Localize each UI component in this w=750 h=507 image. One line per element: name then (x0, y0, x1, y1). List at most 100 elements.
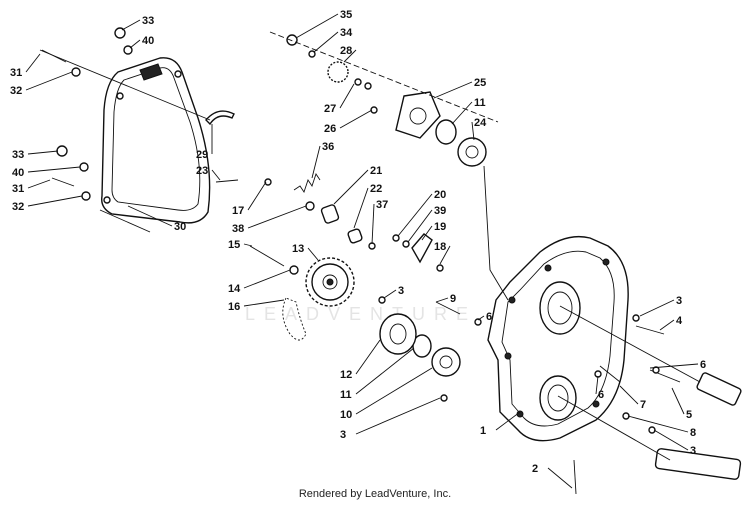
callout-label: 32 (10, 85, 22, 97)
callout-leader (433, 81, 473, 99)
callout-leader (27, 150, 59, 155)
callout-label: 11 (474, 97, 486, 109)
callout-label: 37 (376, 199, 388, 211)
callout-label: 11 (340, 389, 352, 401)
callout-leader (27, 179, 51, 189)
callout-label: 8 (690, 427, 696, 439)
drive-sprocket (305, 257, 355, 307)
callout-label: 3 (676, 295, 682, 307)
callout-leader (247, 205, 307, 229)
watermark-text: LEADVENTURE (245, 304, 477, 324)
callout-label: 27 (324, 103, 336, 115)
callout-label: 30 (174, 221, 186, 233)
callout-leader (639, 299, 675, 317)
lower-output-shaft (654, 448, 742, 480)
callout-label: 31 (10, 67, 22, 79)
callout-leader (243, 299, 285, 307)
chain-case-cover (101, 57, 211, 224)
callout-label: 3 (340, 429, 346, 441)
callout-label: 3 (690, 445, 696, 457)
callout-label: 3 (398, 285, 404, 297)
callout-label: 7 (640, 399, 646, 411)
footer-credit: Rendered by LeadVenture, Inc. (298, 488, 452, 500)
tensioner-roller (320, 204, 340, 224)
callout-leader (649, 363, 699, 369)
alignment-lines (39, 31, 701, 461)
callout-leader (671, 387, 685, 415)
callout-leader (243, 269, 291, 289)
tensioner-bracket (411, 233, 433, 264)
upper-bearing (457, 137, 487, 167)
callout-leader (383, 289, 397, 299)
retainer-plate (379, 313, 417, 355)
callout-label: 10 (340, 409, 352, 421)
callout-leader (355, 397, 441, 435)
callout-leader (439, 245, 451, 265)
callout-label: 36 (322, 141, 334, 153)
callout-leader (355, 367, 433, 415)
callout-label: 1 (480, 425, 486, 437)
callout-label: 22 (370, 183, 382, 195)
callout-label: 21 (370, 165, 382, 177)
callout-leader (355, 339, 381, 375)
callout-leader (627, 415, 689, 433)
callout-leader (313, 31, 339, 53)
callout-label: 6 (700, 359, 706, 371)
callout-label: 26 (324, 123, 336, 135)
upper-output-shaft (696, 372, 742, 406)
callout-label: 6 (486, 311, 492, 323)
callout-leader (27, 195, 83, 207)
callout-label: 13 (292, 243, 304, 255)
callout-label: 20 (434, 189, 446, 201)
callout-leader (471, 121, 475, 141)
callout-label: 17 (232, 205, 244, 217)
callout-label: 33 (12, 149, 24, 161)
callout-leader (451, 101, 473, 125)
callout-leader (339, 109, 373, 129)
callout-leader (619, 385, 639, 405)
callout-leader (659, 319, 675, 331)
callout-label: 32 (12, 201, 24, 213)
callout-leader (311, 145, 321, 179)
callout-leader (343, 49, 357, 63)
gear-case-housing (487, 235, 629, 442)
callout-label: 6 (598, 389, 604, 401)
callout-leader (477, 315, 485, 321)
callout-label: 25 (474, 77, 486, 89)
callout-label: 4 (676, 315, 683, 327)
callout-leader (495, 411, 521, 431)
callout-label: 28 (340, 45, 352, 57)
callout-label: 31 (12, 183, 24, 195)
callout-leader (397, 193, 433, 237)
callout-leader (247, 181, 267, 211)
callout-label: 29 (196, 149, 208, 161)
callout-label: 35 (340, 9, 352, 21)
upper-sprocket (327, 61, 349, 83)
callout-label: 2 (532, 463, 538, 475)
lower-bearing (431, 347, 461, 377)
callout-leader (547, 467, 573, 489)
callout-label: 12 (340, 369, 352, 381)
roller-spacer (347, 228, 363, 244)
drive-chain (282, 297, 307, 341)
callout-leader (339, 83, 355, 109)
callout-label: 16 (228, 301, 240, 313)
callout-leader (27, 166, 81, 173)
callout-leader (371, 203, 375, 245)
callout-label: 9 (450, 293, 456, 305)
callout-leader (653, 429, 689, 451)
callout-label: 14 (228, 283, 241, 295)
callout-leader (355, 347, 415, 395)
callout-leader (307, 247, 319, 261)
callout-label: 15 (228, 239, 240, 251)
callout-leader (127, 205, 173, 227)
callout-label: 38 (232, 223, 244, 235)
callout-label: 33 (142, 15, 154, 27)
bearing-flange-plate (395, 91, 441, 139)
callout-leader (295, 13, 339, 39)
callout-label: 40 (142, 35, 154, 47)
callout-label: 39 (434, 205, 446, 217)
callout-leader (595, 375, 599, 395)
upper-seal-ring (435, 119, 457, 145)
